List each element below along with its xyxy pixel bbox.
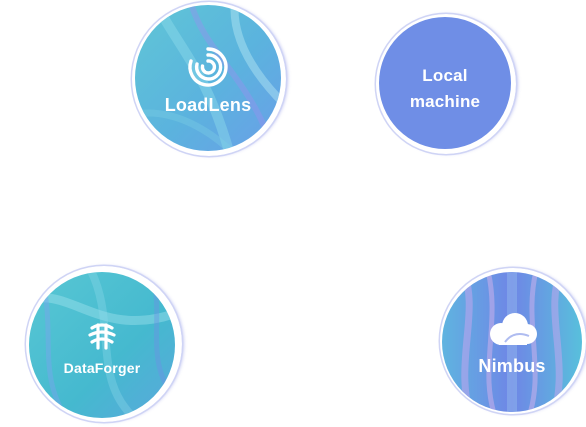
cloud-logo-icon — [490, 313, 537, 345]
loadlens-node[interactable]: LoadLens — [132, 2, 286, 156]
local-machine-disc: Local machine — [379, 17, 511, 149]
dataforger-node[interactable]: DataForger — [26, 266, 182, 422]
knot-logo-icon — [88, 323, 116, 350]
local-machine-label: Local machine — [379, 63, 511, 115]
nimbus-label: Nimbus — [478, 356, 546, 376]
nimbus-disc: Nimbus — [442, 272, 582, 412]
local-machine-label-line2: machine — [409, 92, 481, 111]
local-machine-node[interactable]: Local machine — [376, 14, 516, 154]
nimbus-node[interactable]: Nimbus — [440, 268, 586, 414]
dataforger-label: DataForger — [63, 360, 141, 376]
local-machine-label-line1: Local — [422, 66, 468, 85]
dataforger-disc: DataForger — [29, 272, 175, 418]
swirl-logo-icon — [188, 47, 228, 87]
loadlens-disc: LoadLens — [135, 5, 281, 151]
loadlens-label: LoadLens — [164, 95, 252, 115]
